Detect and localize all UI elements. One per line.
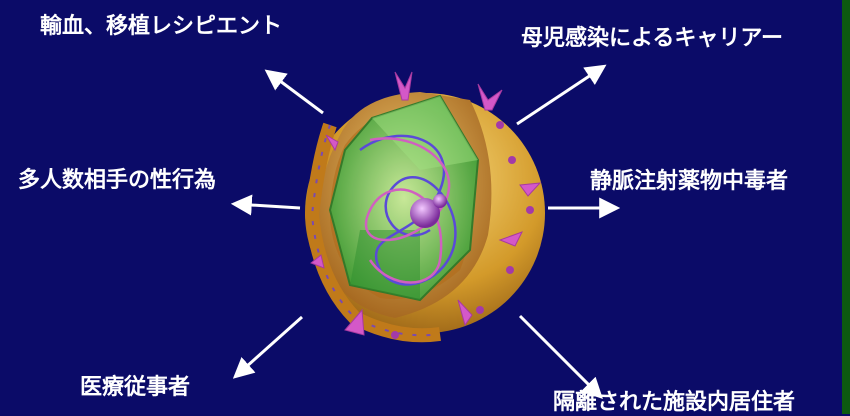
arrow-middle-left bbox=[230, 194, 301, 216]
arrows bbox=[230, 64, 621, 399]
dna-strands bbox=[359, 134, 457, 286]
label-transfusion-transplant-recipients: 輸血、移植レシピエント bbox=[40, 14, 283, 39]
surface-spikes bbox=[310, 71, 542, 336]
arrow-bottom-right bbox=[518, 314, 603, 399]
right-edge-strip bbox=[842, 0, 850, 414]
arrow-top-right bbox=[516, 64, 607, 126]
label-multiple-sexual-partners: 多人数相手の性行為 bbox=[18, 168, 217, 193]
hbv-virion-illustration bbox=[304, 71, 545, 343]
label-healthcare-workers: 医療従事者 bbox=[80, 375, 191, 400]
label-iv-drug-users: 静脈注射薬物中毒者 bbox=[590, 169, 789, 194]
arrow-top-left bbox=[264, 69, 324, 115]
label-mother-child-carriers: 母児感染によるキャリアー bbox=[521, 26, 784, 51]
surface-knobs bbox=[391, 121, 534, 339]
label-institutionalized-residents: 隔離された施設内居住者 bbox=[553, 390, 796, 415]
core-polymerase bbox=[410, 198, 440, 228]
arrow-bottom-left bbox=[232, 315, 303, 379]
